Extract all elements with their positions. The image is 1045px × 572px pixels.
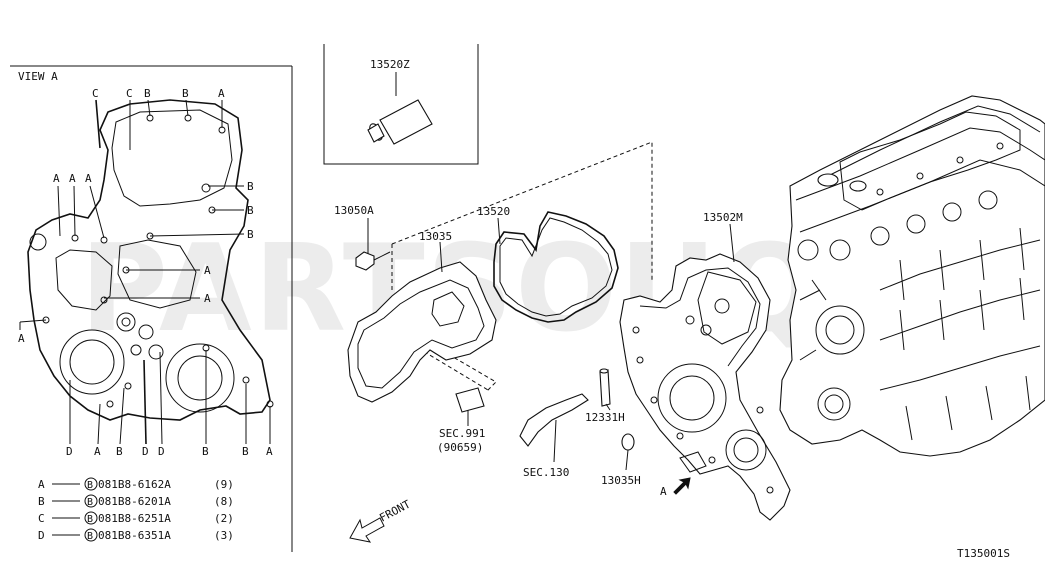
gasket-13035: 13035 [347,230,497,403]
svg-text:(9): (9) [214,478,234,491]
svg-text:(8): (8) [214,495,234,508]
bolt-letter-b8: B [242,445,249,458]
bolt-letter-a7: A [18,332,25,345]
dowel-12331h: 12331H [585,368,625,424]
front-label: FRONT [377,497,413,524]
bolt-letter-a1: A [218,87,225,100]
legend-row-b: B B 081B8-6201A (8) [38,494,234,508]
gasket-13520: 13520 [477,205,619,323]
svg-text:081B8-6251A: 081B8-6251A [98,512,171,525]
bolt-letter-a4: A [85,172,92,185]
callout-13520: 13520 [477,205,510,218]
legend-row-d: D B 081B8-6351A (3) [38,528,234,542]
svg-text:B: B [38,495,45,508]
legend-row-a: A B 081B8-6162A (9) [38,477,234,491]
svg-text:B: B [87,497,93,508]
svg-text:A: A [38,478,45,491]
callout-13050a: 13050A [334,204,374,217]
engine-block [779,95,1045,457]
view-a-label: VIEW A [18,70,58,83]
sec991-label: SEC.991 (90659) [437,387,485,454]
seal-13035h: 13035H [601,433,641,487]
svg-text:B: B [87,514,93,525]
view-arrow-letter: A [660,485,667,498]
bolt-letter-b2: B [182,87,189,100]
bolt-letter-a6: A [204,292,211,305]
svg-text:(2): (2) [214,512,234,525]
bolt-letter-c2: C [126,87,133,100]
bolt-letter-a3: A [69,172,76,185]
callout-sec991-sub: (90659) [437,441,483,454]
svg-text:B: B [87,480,93,491]
svg-text:081B8-6351A: 081B8-6351A [98,529,171,542]
view-a-arrow: A [660,477,691,498]
callout-12331h: 12331H [585,411,625,424]
callout-sec991: SEC.991 [439,427,485,440]
bolt-letter-d1: D [66,445,73,458]
svg-text:081B8-6201A: 081B8-6201A [98,495,171,508]
bolt-letter-c1: C [92,87,99,100]
bolt-letter-a5: A [204,264,211,277]
bolt-letter-a2: A [53,172,60,185]
svg-text:C: C [38,512,45,525]
diagram-code: T135001S [957,547,1010,560]
bolt-letter-b3: B [247,180,254,193]
bolt-letter-b5: B [247,228,254,241]
svg-text:(3): (3) [214,529,234,542]
chain-guide-sec130: SEC.130 [519,393,589,479]
front-direction-arrow: FRONT [349,497,413,543]
bolt-legend: A B 081B8-6162A (9) B B 081B8-6201A (8) … [38,477,234,542]
legend-row-c: C B 081B8-6251A (2) [38,511,234,525]
bolt-letter-b1: B [144,87,151,100]
callout-13520z: 13520Z [370,58,410,71]
callout-13502m: 13502M [703,211,743,224]
callout-13035: 13035 [419,230,452,243]
view-a-panel: VIEW A [10,65,293,552]
assembly-guide-lines [391,141,653,393]
bolt-13050a: 13050A [334,204,391,271]
bolt-letter-a8: A [94,445,101,458]
bolt-letter-b6: B [116,445,123,458]
sealant-tube-icon [367,99,433,145]
bolt-letter-d3: D [158,445,165,458]
svg-text:081B8-6162A: 081B8-6162A [98,478,171,491]
front-cover-13502m: 13502M [619,211,791,521]
bolt-letter-b7: B [202,445,209,458]
bolt-letter-b4: B [247,204,254,217]
svg-text:D: D [38,529,45,542]
bolt-letter-d2: D [142,445,149,458]
callout-sec130: SEC.130 [523,466,569,479]
bolt-letter-a9: A [266,445,273,458]
sealant-inset: 13520Z [323,44,479,165]
callout-13035h: 13035H [601,474,641,487]
svg-text:B: B [87,531,93,542]
